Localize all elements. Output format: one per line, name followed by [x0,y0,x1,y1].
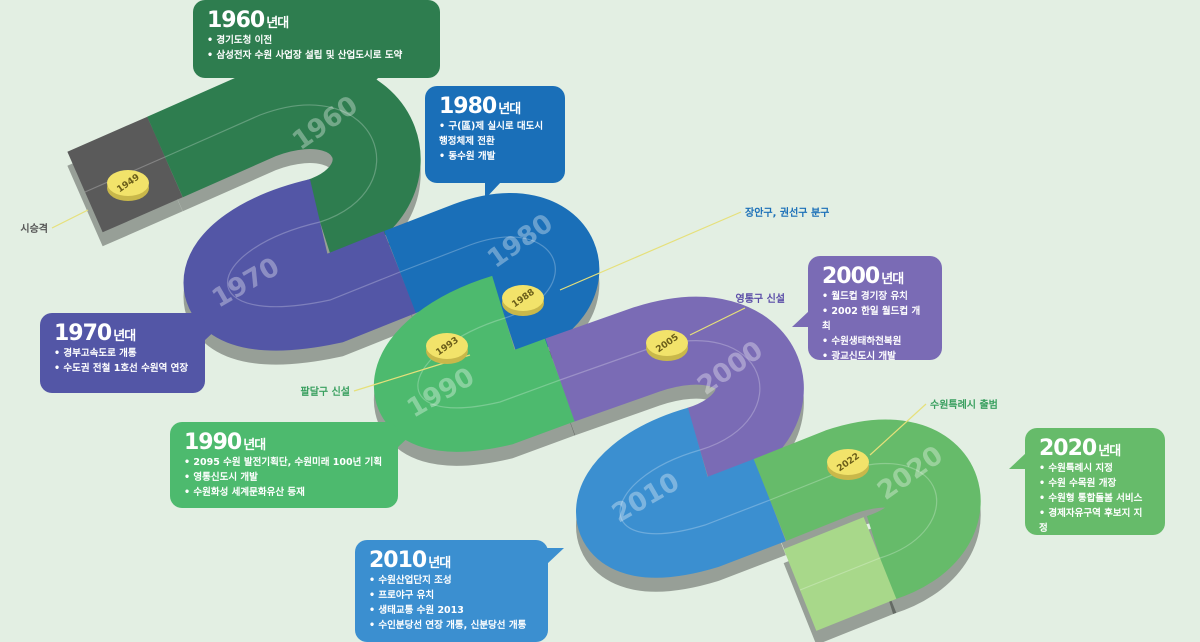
milestone-coin [502,285,544,311]
event-item: 월드컵 경기장 유치 [822,289,928,304]
decade-events: 2095 수원 발전기획단, 수원미래 100년 기획영통신도시 개발수원화성 … [184,455,384,500]
event-item: 경제자유구역 후보지 지정 [1039,506,1151,536]
milestone-coin [107,170,149,196]
road-lane-line [619,449,771,535]
leader-line [51,209,89,229]
event-item: 삼성전자 수원 사업장 설립 및 산업도시로 도약 [207,48,426,63]
event-item: 구(區)제 실시로 대도시 행정체제 전환 [439,119,551,149]
event-item: 생태교통 수원 2013 [369,603,534,618]
callout-tail [204,325,221,341]
milestone-coin [426,333,468,359]
event-item: 2002 한일 월드컵 개최 [822,304,928,334]
event-item: 2095 수원 발전기획단, 수원미래 100년 기획 [184,455,384,470]
decade-year: 1990 [184,430,242,455]
decade-suffix: 년대 [881,272,904,287]
road-segment [783,517,897,631]
leader-line [559,211,742,291]
milestone-label: 팔달구 신설 [301,385,350,398]
event-item: 프로야구 유치 [369,588,534,603]
milestone-label: 영통구 신설 [736,292,785,305]
decade-callout-2010: 2010년대수원산업단지 조성프로야구 유치생태교통 수원 2013수인분당선 … [355,540,564,642]
event-item: 수원화성 세계문화유산 등재 [184,485,384,500]
callout-tail [1009,453,1026,469]
decade-callout-1960: 1960년대경기도청 이전삼성전자 수원 사업장 설립 및 산업도시로 도약 [193,0,440,94]
decade-suffix: 년대 [243,438,266,453]
decade-year: 2010 [369,548,427,573]
event-item: 수원형 통합돌봄 서비스 [1039,491,1151,506]
road-segment [374,275,576,452]
leader-line [869,403,927,456]
decade-year: 1970 [54,321,112,346]
road-segment [576,407,786,578]
callout-tail [397,432,414,448]
callout-tail [363,77,379,94]
milestone-label: 장안구, 권선구 분구 [745,206,829,219]
event-item: 경기도청 이전 [207,33,426,48]
road-lane-line [417,317,561,409]
road-lane-line [164,104,378,223]
event-item: 수원생태하천복원 [822,334,928,349]
decade-suffix: 년대 [266,16,289,31]
decade-callout-1980: 1980년대구(區)제 실시로 대도시 행정체제 전환동수원 개발 [425,86,565,199]
decade-year: 2000 [822,264,880,289]
road-lane-line [227,221,401,308]
decade-callout-1970: 1970년대경부고속도로 개통수도권 전철 1호선 수원역 연장 [40,313,221,393]
callout-tail [792,311,809,327]
decade-year: 1960 [207,8,265,33]
event-item: 수도권 전철 1호선 수원역 연장 [54,361,191,376]
decade-events: 수원특례시 지정수원 수목원 개장수원형 통합돌봄 서비스경제자유구역 후보지 … [1039,461,1151,536]
decade-suffix: 년대 [498,102,521,117]
event-item: 수원특례시 지정 [1039,461,1151,476]
decade-suffix: 년대 [1098,444,1121,459]
callout-tail [485,182,501,199]
decade-events: 경부고속도로 개통수도권 전철 1호선 수원역 연장 [54,346,191,376]
road-lane-line [799,557,881,591]
milestone-coin [827,449,869,475]
milestone-label: 시승격 [20,222,48,235]
event-item: 동수원 개발 [439,149,551,164]
decade-year: 2020 [1039,436,1097,461]
decade-year: 1980 [439,94,497,119]
decade-events: 경기도청 이전삼성전자 수원 사업장 설립 및 산업도시로 도약 [207,33,426,63]
event-item: 수원 수목원 개장 [1039,476,1151,491]
leader-line [689,307,746,336]
decade-callout-2020: 2020년대수원특례시 지정수원 수목원 개장수원형 통합돌봄 서비스경제자유구… [1009,428,1165,536]
milestone-label: 수원특례시 출범 [930,398,998,411]
event-item: 경부고속도로 개통 [54,346,191,361]
decade-events: 수원산업단지 조성프로야구 유치생태교통 수원 2013수인분당선 연장 개통,… [369,573,534,633]
event-item: 광교신도시 개발 [822,349,928,364]
road-segment [147,61,421,264]
callout-tail [547,548,564,564]
event-item: 영통신도시 개발 [184,470,384,485]
decade-suffix: 년대 [428,556,451,571]
milestone-coin [646,330,688,356]
decade-callout-2000: 2000년대월드컵 경기장 유치2002 한일 월드컵 개최수원생태하천복원광교… [792,256,942,362]
decade-events: 월드컵 경기장 유치2002 한일 월드컵 개최수원생태하천복원광교신도시 개발 [822,289,928,364]
decade-events: 구(區)제 실시로 대도시 행정체제 전환동수원 개발 [439,119,551,164]
road-segment [183,179,417,351]
decade-suffix: 년대 [113,329,136,344]
event-item: 수인분당선 연장 개통, 신분당선 개통 [369,618,534,633]
event-item: 수원산업단지 조성 [369,573,534,588]
decade-callout-1990: 1990년대2095 수원 발전기획단, 수원미래 100년 기획영통신도시 개… [170,422,414,508]
